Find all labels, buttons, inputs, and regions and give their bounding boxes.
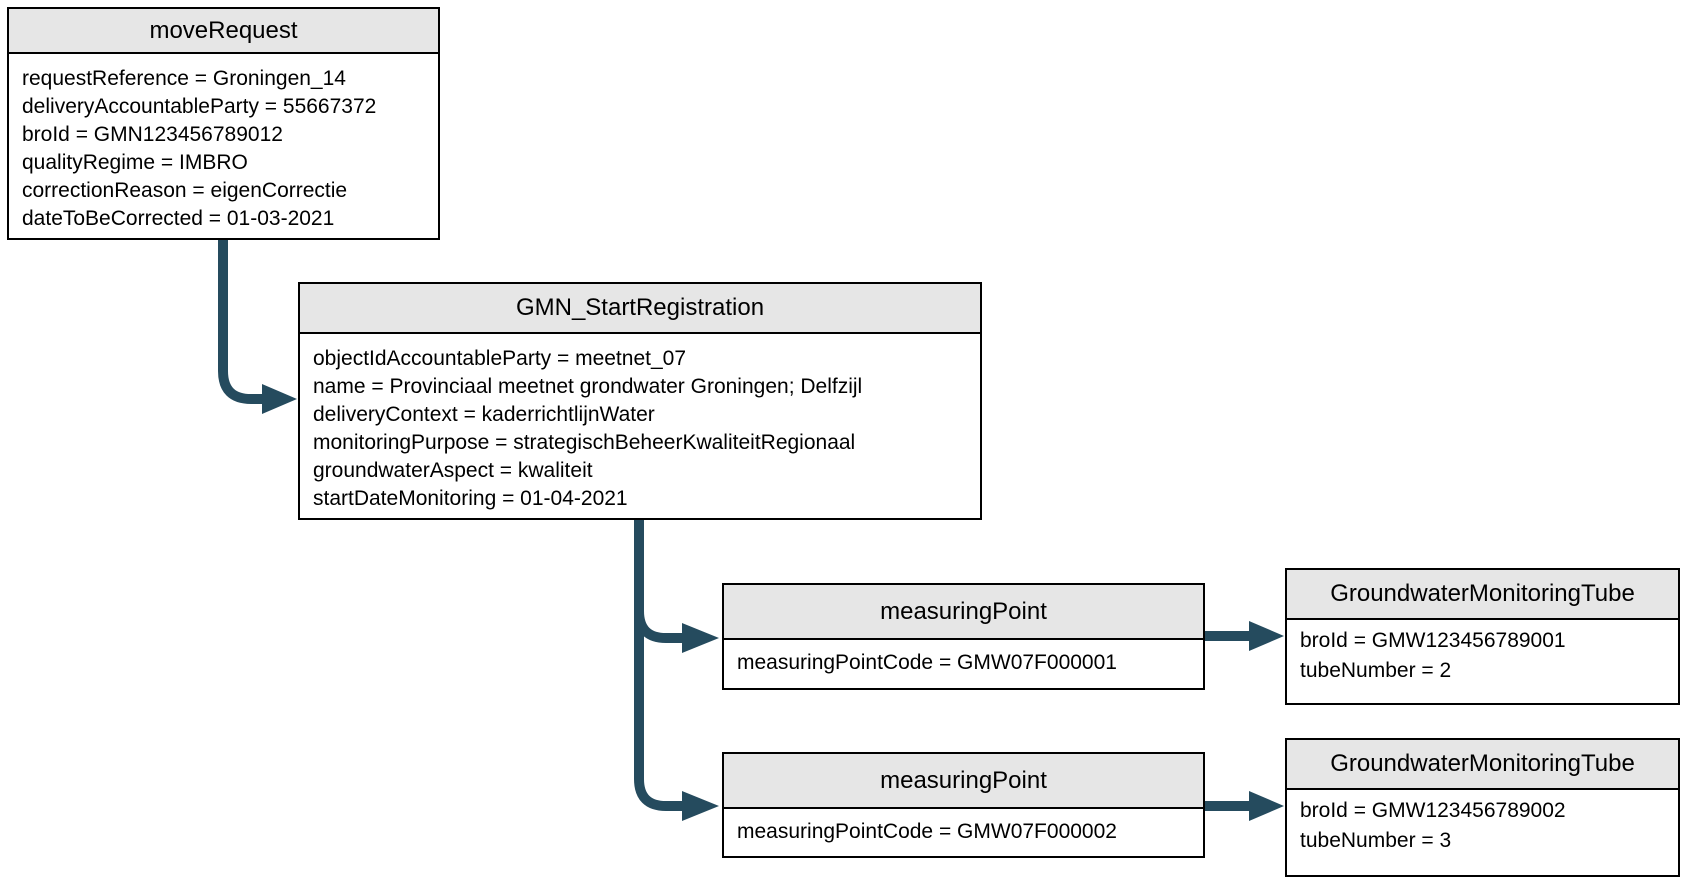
node-measuring-point-2: measuringPoint measuringPointCode = GMW0… (722, 752, 1205, 858)
attribute-line: tubeNumber = 3 (1300, 829, 1452, 852)
connector-gmn-to-measuringpoint-1 (634, 598, 719, 653)
attribute-line: deliveryContext = kaderrichtlijnWater (313, 403, 655, 426)
node-title: measuringPoint (724, 585, 1203, 640)
connector-moverequest-to-gmn (218, 240, 297, 414)
arrowhead-icon (262, 384, 297, 414)
node-attributes: objectIdAccountableParty = meetnet_07 na… (300, 334, 980, 518)
node-attributes: broId = GMW123456789002 tubeNumber = 3 (1287, 790, 1678, 875)
connector-gmn-to-measuringpoint-2 (634, 519, 719, 821)
attribute-line: broId = GMN123456789012 (22, 123, 283, 146)
node-title: GroundwaterMonitoringTube (1287, 740, 1678, 790)
attribute-line: name = Provinciaal meetnet grondwater Gr… (313, 375, 863, 398)
arrowhead-icon (1249, 621, 1284, 651)
arrowhead-icon (1249, 791, 1284, 821)
node-title: measuringPoint (724, 754, 1203, 809)
node-attributes: broId = GMW123456789001 tubeNumber = 2 (1287, 620, 1678, 703)
attribute-line: dateToBeCorrected = 01-03-2021 (22, 207, 335, 230)
attribute-line: startDateMonitoring = 01-04-2021 (313, 487, 628, 510)
attribute-line: qualityRegime = IMBRO (22, 151, 248, 174)
connector-measuringpoint-2-to-tube-2 (1205, 791, 1284, 821)
connector-measuringpoint-1-to-tube-1 (1205, 621, 1284, 651)
attribute-line: deliveryAccountableParty = 55667372 (22, 95, 377, 118)
node-groundwater-monitoring-tube-2: GroundwaterMonitoringTube broId = GMW123… (1285, 738, 1680, 877)
attribute-line: correctionReason = eigenCorrectie (22, 179, 348, 202)
node-title: moveRequest (9, 9, 438, 54)
attribute-line: objectIdAccountableParty = meetnet_07 (313, 347, 686, 370)
attribute-line: broId = GMW123456789002 (1300, 799, 1566, 822)
attribute-line: measuringPointCode = GMW07F000001 (737, 651, 1117, 674)
attribute-line: measuringPointCode = GMW07F000002 (737, 820, 1117, 843)
node-move-request: moveRequest requestReference = Groningen… (7, 7, 440, 240)
node-attributes: measuringPointCode = GMW07F000001 (724, 640, 1203, 688)
node-attributes: measuringPointCode = GMW07F000002 (724, 809, 1203, 856)
attribute-line: requestReference = Groningen_14 (22, 67, 346, 90)
attribute-line: monitoringPurpose = strategischBeheerKwa… (313, 431, 856, 454)
node-title: GMN_StartRegistration (300, 284, 980, 334)
arrowhead-icon (682, 791, 719, 821)
arrowhead-icon (682, 623, 719, 653)
attribute-line: broId = GMW123456789001 (1300, 629, 1566, 652)
node-title: GroundwaterMonitoringTube (1287, 570, 1678, 620)
node-attributes: requestReference = Groningen_14 delivery… (9, 54, 438, 238)
node-gmn-start-registration: GMN_StartRegistration objectIdAccountabl… (298, 282, 982, 520)
attribute-line: groundwaterAspect = kwaliteit (313, 459, 593, 482)
node-groundwater-monitoring-tube-1: GroundwaterMonitoringTube broId = GMW123… (1285, 568, 1680, 705)
node-measuring-point-1: measuringPoint measuringPointCode = GMW0… (722, 583, 1205, 690)
attribute-line: tubeNumber = 2 (1300, 659, 1452, 682)
